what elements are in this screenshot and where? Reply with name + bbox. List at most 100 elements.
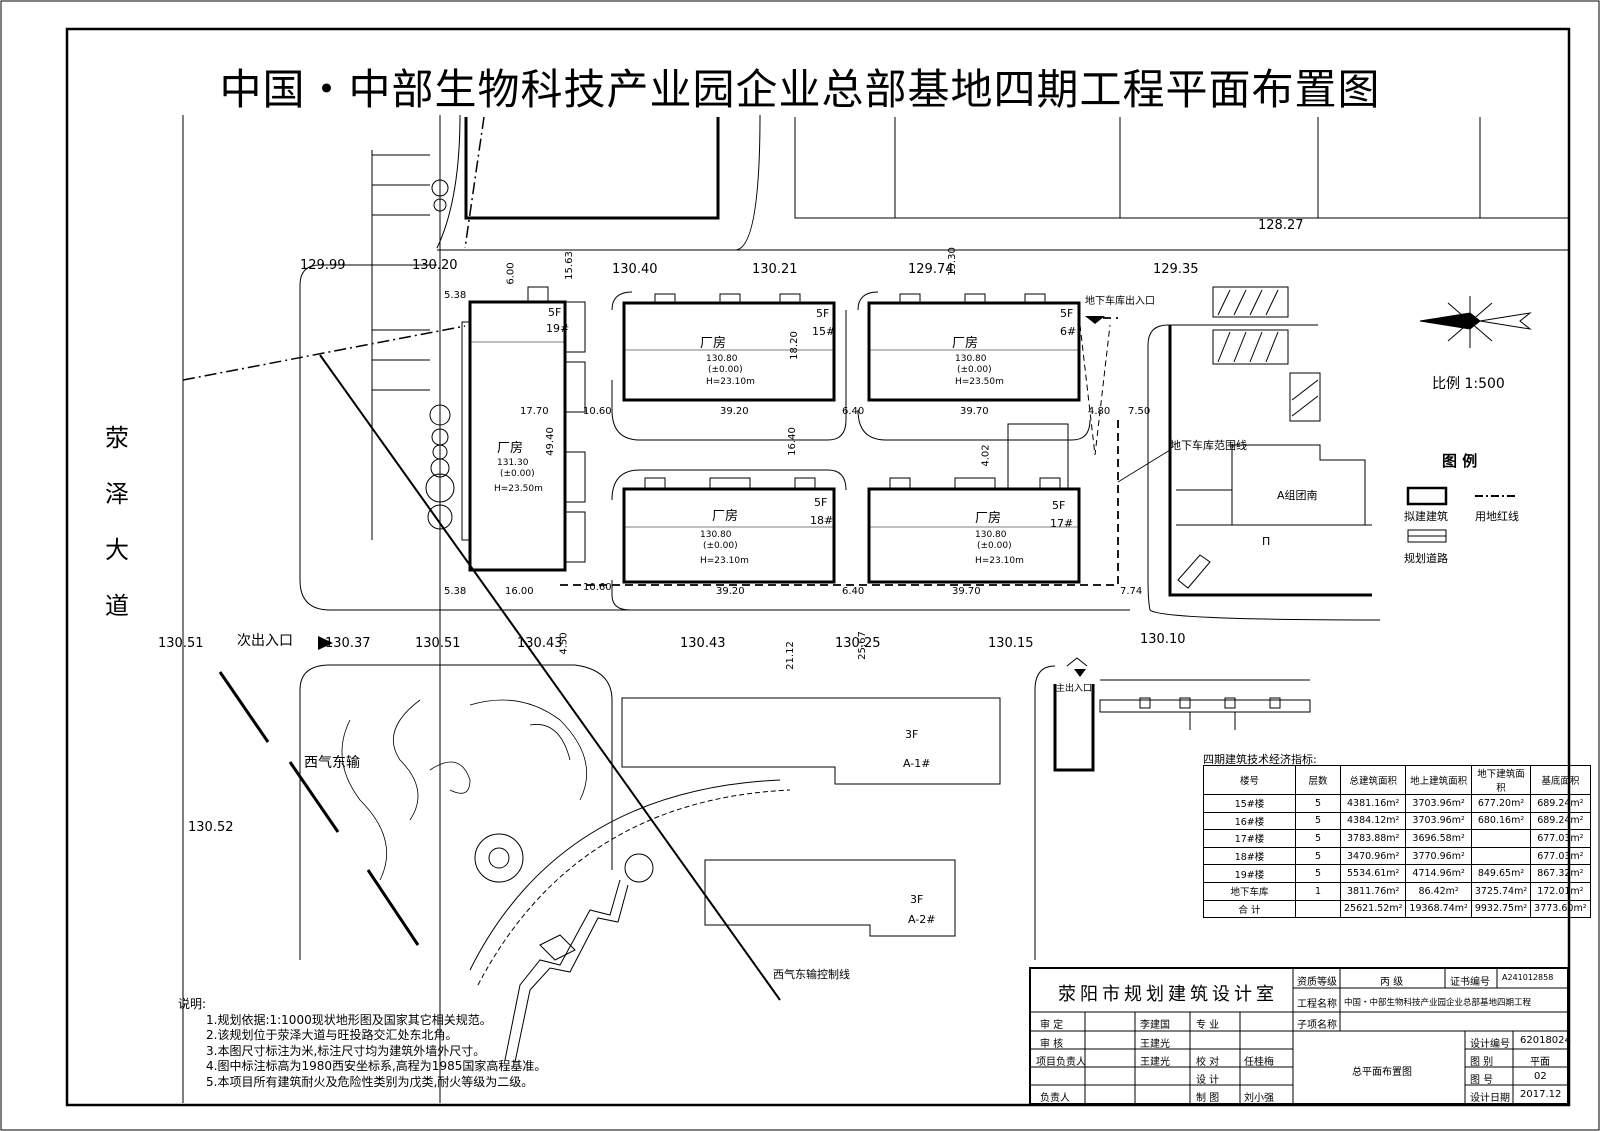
dimension-label: 39.70	[952, 586, 981, 597]
note-item: 4.图中标注标高为1980西安坐标系,高程为1985国家高程基准。	[206, 1059, 547, 1073]
gas-control-line-label: 西气东输控制线	[773, 968, 850, 981]
role-label: 项目负责人	[1036, 1057, 1086, 1068]
garage-ramp	[1079, 324, 1111, 456]
column-header: 楼号	[1203, 765, 1296, 795]
north-arrow-icon	[1419, 296, 1532, 348]
dimension-label: 6.40	[842, 406, 865, 417]
lower-road	[299, 664, 613, 960]
legend-road-swatch	[1407, 529, 1447, 543]
garage-boundary-label: 地下车库范围线	[1170, 439, 1247, 452]
elevation-label: 130.37	[325, 636, 371, 651]
secondary-entry-label: 次出入口	[237, 633, 293, 649]
sheet-no-label: 设计编号	[1470, 1039, 1510, 1050]
project-label: 工程名称	[1297, 999, 1337, 1010]
column-header: 基底面积	[1530, 765, 1591, 795]
building-floors: 5F	[1060, 307, 1074, 320]
building-floors: 5F	[816, 307, 830, 320]
building-number: 17#	[1050, 517, 1074, 530]
existing-floors: 3F	[910, 893, 924, 906]
dimension-label: 39.70	[960, 406, 989, 417]
building-height: H=23.50m	[494, 484, 543, 494]
building-name: 厂房	[497, 441, 524, 456]
legend-heading: 图 例	[1442, 452, 1478, 470]
elevation-label: 130.43	[680, 636, 726, 651]
dimension-label: 21.12	[784, 641, 796, 670]
main-entry-label: 主出入口	[1056, 684, 1093, 694]
building-elev: 130.80	[975, 530, 1007, 540]
tree-row	[425, 179, 455, 530]
garage-entry-arrow	[1085, 316, 1105, 324]
stair-core	[1007, 423, 1069, 490]
building-zero: (±0.00)	[957, 365, 992, 375]
building-floors: 5F	[548, 306, 562, 319]
drawing-title: 中国・中部生物科技产业园企业总部基地四期工程平面布置图	[219, 65, 1381, 114]
stats-caption: 四期建筑技术经济指标:	[1203, 753, 1317, 766]
dimension-label: 16.40	[786, 427, 798, 456]
role2-label: 制 图	[1196, 1093, 1220, 1104]
building-height: H=23.50m	[955, 377, 1004, 387]
role2-label: 校 对	[1196, 1057, 1220, 1068]
role-label: 负责人	[1040, 1093, 1070, 1104]
person-name: 刘小强	[1244, 1093, 1274, 1104]
dimension-label: 39.20	[716, 586, 745, 597]
building-number: 19#	[546, 322, 570, 335]
dimension-label: 15.63	[563, 251, 575, 280]
type-label: 图 别	[1470, 1057, 1494, 1068]
elevation-label: 129.35	[1153, 262, 1199, 277]
ramp	[1177, 554, 1211, 589]
building-floors: 5F	[814, 496, 828, 509]
building-name: 厂房	[952, 336, 979, 351]
elevation-label: 130.43	[517, 636, 563, 651]
road-name-char: 荥	[105, 424, 129, 452]
notes-heading: 说明:	[178, 997, 207, 1011]
dimension-label: 49.40	[544, 427, 556, 456]
compound-wall	[1168, 325, 1372, 597]
num-label: 图 号	[1470, 1075, 1494, 1086]
round-kiosk	[624, 853, 654, 883]
building-19-wing	[461, 321, 470, 541]
gas-pipeline-dashes	[218, 671, 420, 946]
signature-name: 李建国	[1140, 1020, 1170, 1031]
building-zero: (±0.00)	[703, 541, 738, 551]
road-name-char: 泽	[105, 480, 129, 508]
building-name: 厂房	[712, 509, 739, 524]
compound-outline	[1147, 324, 1381, 621]
legend-building-swatch	[1406, 486, 1448, 506]
dimension-label: 6.40	[842, 586, 865, 597]
elevation-label: 130.21	[752, 262, 798, 277]
building-height: H=23.10m	[700, 556, 749, 566]
note-item: 3.本图尺寸标注为米,标注尺寸均为建筑外墙外尺寸。	[206, 1043, 486, 1058]
building-name: 厂房	[975, 511, 1002, 526]
column-header: 总建筑面积	[1339, 765, 1407, 795]
building-elev: 130.80	[700, 530, 732, 540]
notes-block: 说明: 1.规划依据:1:1000现状地形图及国家其它相关规范。 2.该规划位于…	[178, 997, 546, 1090]
elevation-label: 130.10	[1140, 632, 1186, 647]
legend-label-redline: 用地红线	[1475, 510, 1519, 523]
building-floors: 5F	[1052, 499, 1066, 512]
role2-label: 设 计	[1196, 1075, 1220, 1086]
role-label: 审 定	[1040, 1020, 1064, 1031]
existing-building-north-1	[464, 117, 720, 220]
building-zero: (±0.00)	[977, 541, 1012, 551]
existing-outline	[1119, 117, 1481, 218]
existing-floors: 3F	[905, 728, 919, 741]
hq-label: A组团南	[1277, 489, 1318, 502]
cert-value: A241012858	[1502, 973, 1554, 982]
dimension-label: 5.38	[444, 586, 467, 597]
person-name: 任桂梅	[1244, 1057, 1274, 1068]
building-19	[468, 300, 567, 572]
building-height: H=23.10m	[706, 377, 755, 387]
legend-label-building: 拟建建筑	[1404, 510, 1448, 523]
dimension-label: 4.80	[1088, 406, 1111, 417]
gate-label: П	[1262, 535, 1271, 548]
left-greenbelt-strip	[371, 150, 430, 540]
table-header-row: 楼号 层数 总建筑面积 地上建筑面积 地下建筑面积 基底面积	[1203, 765, 1591, 795]
existing-building-a2	[704, 859, 956, 937]
title-block-frame	[1029, 967, 1569, 1105]
